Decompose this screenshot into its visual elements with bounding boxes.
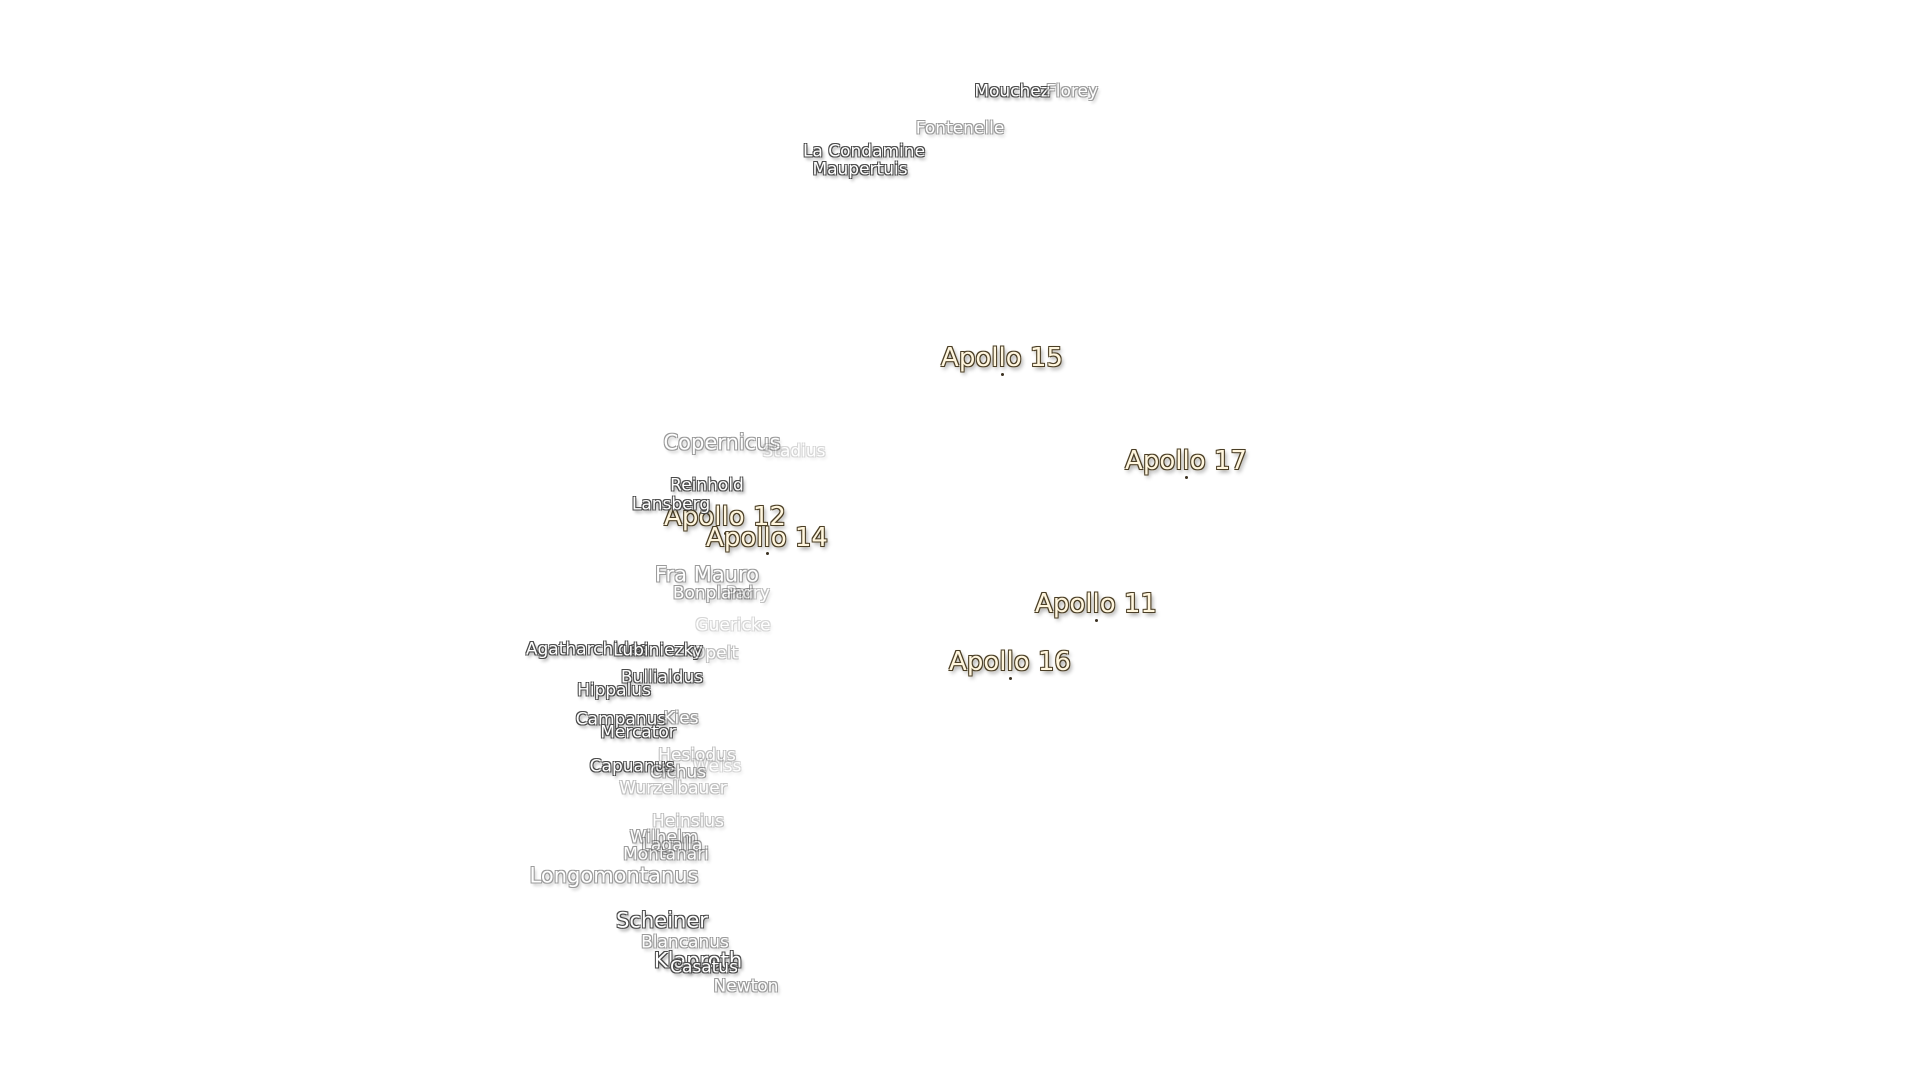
apollo-11-site-marker[interactable]	[1095, 619, 1098, 622]
crater-label[interactable]: Florey	[1045, 81, 1099, 102]
crater-label[interactable]: Campanus	[575, 709, 667, 730]
crater-label[interactable]: Wurzelbauer	[619, 778, 727, 799]
crater-label[interactable]: Reinhold	[670, 475, 744, 496]
crater-label[interactable]: Bullialdus	[620, 667, 704, 688]
crater-label[interactable]: Agatharchides	[525, 639, 649, 660]
crater-label[interactable]: Newton	[713, 976, 779, 997]
crater-label[interactable]: Cichus	[649, 762, 707, 783]
crater-label[interactable]: Maupertuis	[812, 159, 908, 180]
crater-label[interactable]: Capuanus	[589, 756, 675, 777]
crater-label[interactable]: Blancanus	[641, 932, 729, 953]
crater-label[interactable]: Opelt	[691, 643, 739, 664]
crater-label[interactable]: Hesiodus	[658, 745, 736, 766]
crater-label[interactable]: Scheiner	[616, 908, 708, 933]
crater-label[interactable]: Klaproth	[653, 948, 743, 973]
crater-label[interactable]: Copernicus	[663, 430, 781, 455]
apollo-14-site-marker[interactable]	[766, 552, 769, 555]
crater-label[interactable]: Parry	[726, 583, 770, 604]
crater-label[interactable]: Guericke	[695, 615, 771, 636]
apollo-14-label[interactable]: Apollo 14	[706, 523, 828, 553]
crater-label[interactable]: Mercator	[600, 722, 676, 743]
crater-label[interactable]: Stadius	[762, 441, 826, 462]
apollo-16-site-marker[interactable]	[1009, 677, 1012, 680]
apollo-11-label[interactable]: Apollo 11	[1035, 589, 1157, 619]
crater-label[interactable]: Weiss	[692, 756, 742, 777]
crater-label[interactable]: Wilhelm	[629, 827, 699, 848]
apollo-17-label[interactable]: Apollo 17	[1125, 446, 1247, 476]
apollo-15-site-marker[interactable]	[1001, 373, 1004, 376]
crater-label[interactable]: La Condamine	[802, 141, 926, 162]
crater-label[interactable]: Bonpland	[672, 583, 754, 604]
crater-label[interactable]: Fra Mauro	[654, 562, 760, 587]
apollo-16-label[interactable]: Apollo 16	[949, 647, 1071, 677]
crater-label[interactable]: Lansberg	[631, 494, 711, 515]
crater-label[interactable]: Lagalla	[641, 835, 703, 856]
crater-label[interactable]: Kies	[663, 708, 699, 729]
crater-label[interactable]: Hippalus	[577, 680, 651, 701]
crater-label[interactable]: Fontenelle	[915, 118, 1005, 139]
crater-label[interactable]: Mouchez	[974, 81, 1050, 102]
apollo-12-site-marker[interactable]	[724, 532, 727, 535]
crater-label[interactable]: Casatus	[670, 957, 738, 978]
crater-label[interactable]: Heinsius	[652, 811, 724, 832]
apollo-17-site-marker[interactable]	[1185, 476, 1188, 479]
apollo-15-label[interactable]: Apollo 15	[941, 343, 1063, 373]
crater-label[interactable]: Longomontanus	[529, 863, 699, 888]
crater-label[interactable]: Montanari	[623, 844, 709, 865]
crater-label[interactable]: Lubiniezky	[613, 640, 703, 661]
apollo-12-label[interactable]: Apollo 12	[664, 502, 786, 532]
